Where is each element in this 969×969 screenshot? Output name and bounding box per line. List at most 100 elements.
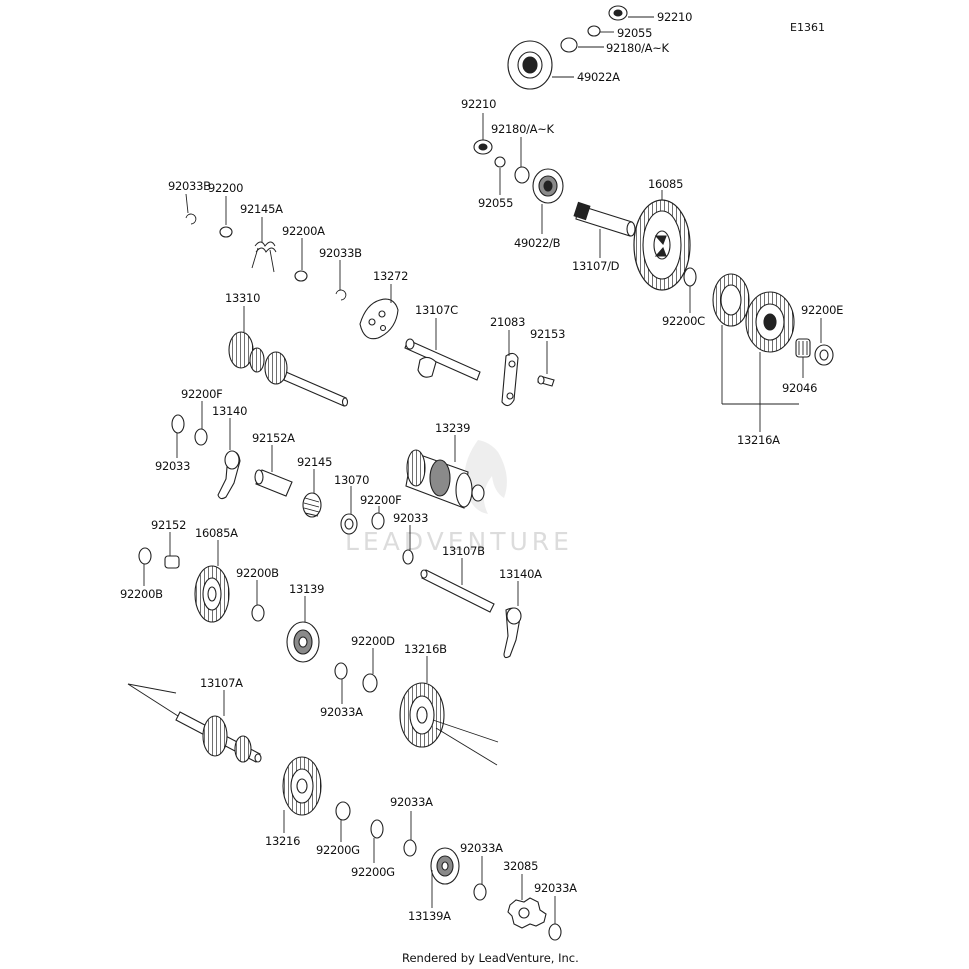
part-13216: [282, 756, 322, 816]
label-92033A-1[interactable]: 92033A: [320, 705, 363, 719]
label-13139A[interactable]: 13139A: [408, 909, 451, 923]
label-92033B-2[interactable]: 92033B: [319, 246, 362, 260]
label-92200B-left[interactable]: 92200B: [120, 587, 163, 601]
part-13107B: [420, 569, 495, 613]
label-13107A[interactable]: 13107A: [200, 676, 243, 690]
label-92152[interactable]: 92152: [151, 518, 186, 532]
part-92055-top: [587, 25, 601, 37]
part-13107C: [404, 338, 481, 381]
label-92046[interactable]: 92046: [782, 381, 817, 395]
label-13139[interactable]: 13139: [289, 582, 324, 596]
label-92200E[interactable]: 92200E: [801, 303, 843, 317]
part-13070: [340, 513, 358, 535]
part-49022A: [507, 40, 553, 90]
parts: [138, 5, 834, 941]
part-92200G-1: [335, 801, 351, 821]
part-92200F-2: [371, 512, 385, 530]
label-21083[interactable]: 21083: [490, 315, 525, 329]
part-92033-2: [402, 549, 414, 565]
label-13272[interactable]: 13272: [373, 269, 408, 283]
label-92200C[interactable]: 92200C: [662, 314, 705, 328]
label-92055-top[interactable]: 92055: [617, 26, 652, 40]
part-92033B-2: [335, 289, 347, 301]
part-92180: [514, 166, 530, 184]
footer-credit: Rendered by LeadVenture, Inc.: [402, 951, 579, 965]
label-92153[interactable]: 92153: [530, 327, 565, 341]
part-13216B: [399, 682, 445, 748]
label-92033A-2[interactable]: 92033A: [390, 795, 433, 809]
diagram-code: E1361: [790, 21, 825, 34]
label-92200G-2[interactable]: 92200G: [351, 865, 395, 879]
label-92200A[interactable]: 92200A: [282, 224, 325, 238]
label-92145A[interactable]: 92145A: [240, 202, 283, 216]
label-13140A[interactable]: 13140A: [499, 567, 542, 581]
watermark-text: LEADVENTURE: [345, 527, 573, 556]
part-92145: [302, 492, 322, 518]
label-13216[interactable]: 13216: [265, 834, 300, 848]
label-92180[interactable]: 92180/A~K: [491, 122, 555, 136]
label-16085A[interactable]: 16085A: [195, 526, 238, 540]
label-92152A[interactable]: 92152A: [252, 431, 295, 445]
part-92055: [494, 156, 506, 168]
part-16085: [633, 199, 691, 291]
label-92033A-4[interactable]: 92033A: [534, 881, 577, 895]
part-92200D: [362, 673, 378, 693]
label-92200G-1[interactable]: 92200G: [316, 843, 360, 857]
label-13216B[interactable]: 13216B: [404, 642, 447, 656]
label-13239[interactable]: 13239: [435, 421, 470, 435]
label-92145[interactable]: 92145: [297, 455, 332, 469]
part-92033B-1: [185, 213, 197, 225]
label-32085[interactable]: 32085: [503, 859, 538, 873]
label-13107D[interactable]: 13107/D: [572, 259, 620, 273]
label-92200D[interactable]: 92200D: [351, 634, 395, 648]
label-92200B[interactable]: 92200B: [236, 566, 279, 580]
part-13140: [217, 450, 241, 500]
part-92200A: [294, 270, 308, 282]
label-92200[interactable]: 92200: [208, 181, 243, 195]
part-13216A: [712, 273, 795, 353]
part-92033A-4: [548, 923, 562, 941]
part-92200F-1: [194, 428, 208, 446]
label-92210-top[interactable]: 92210: [657, 10, 692, 24]
part-92180-top: [560, 37, 578, 53]
part-92033A-3: [473, 883, 487, 901]
part-13310: [228, 331, 349, 407]
label-92033-2[interactable]: 92033: [393, 511, 428, 525]
part-13139A: [430, 847, 460, 885]
part-13139: [286, 621, 320, 663]
part-92200G-2: [370, 819, 384, 839]
part-92210-top: [608, 5, 628, 21]
label-92033-1[interactable]: 92033: [155, 459, 190, 473]
label-92033B-1[interactable]: 92033B: [168, 179, 211, 193]
part-92200B-left: [138, 547, 152, 565]
part-92200B: [251, 604, 265, 622]
part-labels: 92210 92055 92180/A~K 49022A 92210 92180…: [120, 10, 843, 923]
part-92033-1: [171, 414, 185, 434]
part-13239: [405, 449, 485, 509]
part-16085A: [194, 565, 230, 623]
label-13310[interactable]: 13310: [225, 291, 260, 305]
label-92200F-1[interactable]: 92200F: [181, 387, 223, 401]
label-13107B[interactable]: 13107B: [442, 544, 485, 558]
part-49022B: [532, 168, 564, 204]
leader-lines: [127, 16, 822, 924]
label-92033A-3[interactable]: 92033A: [460, 841, 503, 855]
part-21083: [501, 352, 519, 407]
label-92200F-2[interactable]: 92200F: [360, 493, 402, 507]
label-13140[interactable]: 13140: [212, 404, 247, 418]
label-49022B[interactable]: 49022/B: [514, 236, 561, 250]
label-13216A[interactable]: 13216A: [737, 433, 780, 447]
label-92055[interactable]: 92055: [478, 196, 513, 210]
part-13107A: [175, 711, 262, 763]
label-92180-top[interactable]: 92180/A~K: [606, 41, 670, 55]
label-49022A[interactable]: 49022A: [577, 70, 620, 84]
label-16085[interactable]: 16085: [648, 177, 683, 191]
label-13070[interactable]: 13070: [334, 473, 369, 487]
label-92210[interactable]: 92210: [461, 97, 496, 111]
part-92153: [537, 375, 555, 387]
part-32085: [507, 897, 547, 929]
part-92152: [164, 555, 180, 569]
label-13107C[interactable]: 13107C: [415, 303, 458, 317]
part-13272: [359, 298, 399, 340]
